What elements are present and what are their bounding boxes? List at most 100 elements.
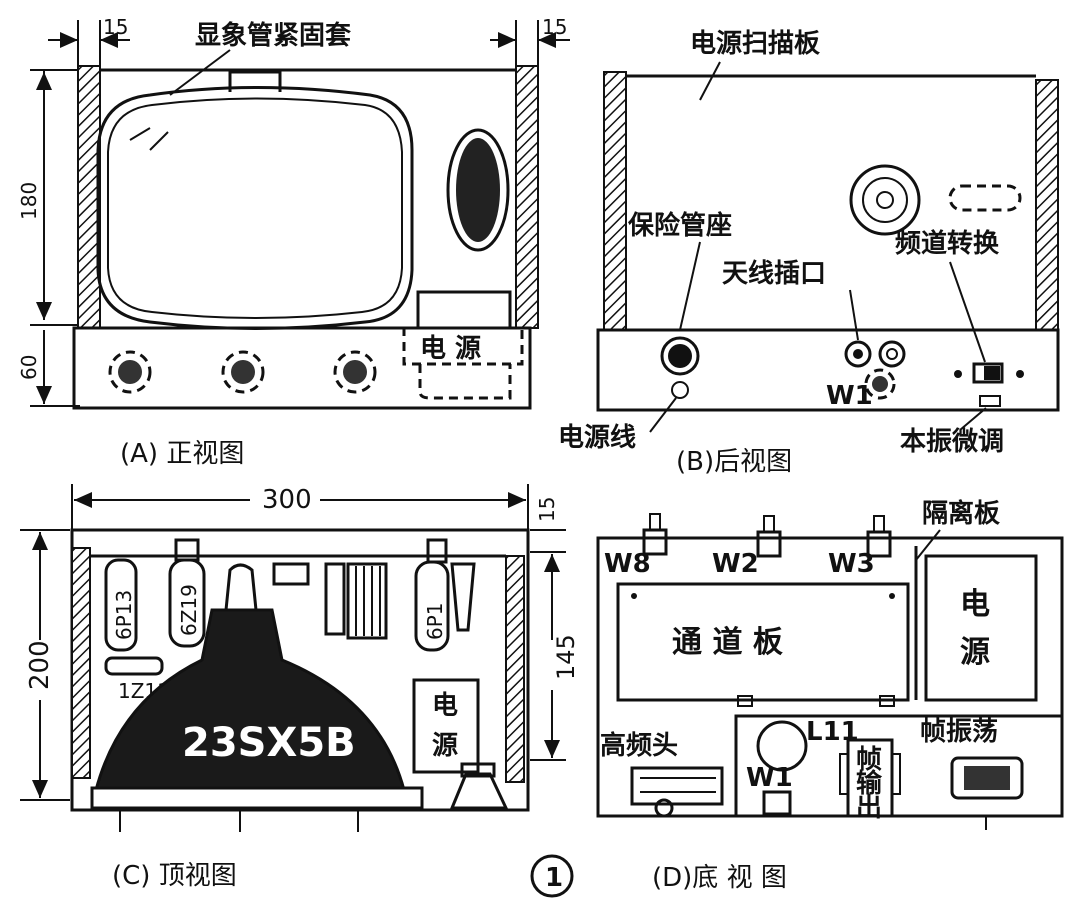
tube-6p13-label: 6P13 (112, 590, 136, 640)
tube-neck (224, 563, 258, 612)
rear-channel-label: 频道转换 (895, 228, 1000, 259)
front-caption: (A) 正视图 (120, 439, 244, 469)
rear-caption: (B)后视图 (676, 447, 792, 477)
bottom-partition (734, 714, 1062, 816)
front-power-housing (416, 290, 512, 330)
top-left-side-panel (71, 547, 91, 779)
top-caption: (C) 顶视图 (112, 861, 237, 891)
top-view: 300 15 200 145 6P13 6Z19 (20, 484, 580, 891)
rear-antenna-jack-2 (878, 340, 906, 368)
bottom-w2-label: W2 (712, 549, 759, 579)
rear-power-cord-label: 电源线 (558, 423, 636, 453)
rear-w1-label: W1 (826, 381, 873, 411)
rear-board-label: 电源扫描板 (690, 29, 820, 59)
top-right-side-panel (505, 555, 525, 783)
screen-glare (129, 127, 169, 151)
rear-view: 电源扫描板 保险管座 天线插口 频道转换 W1 (558, 29, 1060, 477)
channel-board (616, 582, 910, 702)
front-power-label: 电 源 (420, 334, 481, 364)
front-dim-left: 15 (48, 15, 130, 66)
bottom-power-box (924, 554, 1038, 702)
tube-6p1: 6P1 (414, 538, 476, 652)
tube-clamp (228, 70, 282, 92)
frame-output-label-1: 帧 (856, 745, 882, 775)
l11-label: L11 (806, 717, 859, 747)
tube-clamp-label: 显象管紧固套 (195, 20, 352, 51)
top-power-label-2: 源 (432, 731, 458, 761)
bottom-chassis (596, 536, 1064, 818)
bottom-view: W8 W2 W3 隔离板 通 道 板 电 源 高频头 (596, 498, 1064, 893)
tube-6z19-label: 6Z19 (177, 584, 201, 636)
divider-label: 隔离板 (922, 498, 1000, 529)
bottom-w2-pot: W2 (712, 515, 782, 579)
rear-back-panel (596, 328, 1060, 412)
frame-output-label-3: 出 (856, 793, 882, 823)
top-dim-width-label: 300 (262, 485, 312, 515)
coil-l11 (756, 720, 808, 772)
bottom-w1-label: W1 (746, 763, 793, 793)
front-power-outline (402, 326, 524, 366)
front-dim-lower-label: 60 (17, 355, 41, 380)
crt-screen-inner (107, 97, 403, 319)
front-dim-left-label: 15 (103, 15, 128, 39)
channel-board-label: 通 道 板 (672, 625, 783, 660)
front-knob-2 (221, 350, 265, 394)
rear-antenna-jack-1 (844, 340, 872, 368)
rear-power-cord-grommet (671, 381, 689, 399)
rear-channel-switch (972, 362, 1004, 384)
top-dim-depth-label: 200 (25, 640, 55, 690)
bottom-w8-pot: W8 (604, 513, 668, 579)
front-right-side-panel (515, 65, 539, 329)
bottom-w8-label: W8 (604, 549, 651, 579)
rear-left-side-panel (603, 71, 627, 331)
picture-tube-face (90, 786, 424, 810)
front-knob-3 (333, 350, 377, 394)
top-component-1 (272, 562, 310, 586)
frame-osc-transformer (950, 756, 1024, 800)
rear-fuse-holder-core (668, 344, 692, 368)
front-power-lower (418, 364, 512, 400)
tuner-block (630, 766, 724, 806)
bottom-w3-pot: W3 (828, 515, 892, 579)
rear-tube-socket-inner (876, 191, 894, 209)
tube-6z19: 6Z19 (168, 538, 206, 648)
top-power-box (412, 678, 480, 774)
tuner-label: 高频头 (600, 730, 678, 761)
frame-output-label-2: 输 (856, 768, 883, 799)
bottom-w1-pot (762, 790, 792, 816)
rear-fine-tune-slot (979, 395, 1001, 407)
front-dim-right: 15 (490, 15, 570, 66)
bottom-caption: (D)底 视 图 (652, 863, 787, 893)
figure-number: 1 (545, 863, 563, 893)
top-power-label-1: 电 (432, 691, 458, 721)
front-dim-vertical: 180 60 (17, 69, 80, 407)
front-knob-1 (108, 350, 152, 394)
top-dim-inner-label: 145 (552, 634, 580, 680)
rear-fine-tune-label: 本振微调 (900, 426, 1004, 457)
tube-model-label: 23SX5B (182, 720, 356, 766)
rear-antenna-label: 天线插口 (722, 259, 826, 289)
bottom-w3-label: W3 (828, 549, 875, 579)
top-speaker (449, 772, 509, 810)
tube-6p13: 6P13 (104, 558, 138, 652)
bottom-power-label-1: 电 (960, 587, 990, 622)
frame-osc-label: 帧振荡 (920, 717, 998, 747)
rear-dashed-slot (948, 184, 1022, 212)
rear-w1-pot (864, 368, 896, 400)
front-dim-upper-label: 180 (17, 182, 41, 220)
figure-number-circle (530, 854, 574, 898)
top-component-2 (324, 562, 346, 636)
tube-6p1-label: 6P1 (423, 602, 447, 640)
top-transformer (346, 562, 388, 640)
speaker-grille (456, 138, 500, 242)
bottom-power-label-2: 源 (960, 635, 990, 670)
crt-screen-outer (96, 86, 414, 330)
rear-tube-socket-outer (849, 164, 921, 236)
top-dim-margin-label: 15 (535, 497, 559, 522)
front-view: 15 15 显象管紧固套 180 60 (17, 15, 570, 469)
rear-fuse-label: 保险管座 (627, 210, 732, 241)
rear-fuse-holder (660, 336, 700, 376)
front-dim-right-label: 15 (542, 15, 567, 39)
rear-tube-socket-middle (862, 177, 908, 223)
